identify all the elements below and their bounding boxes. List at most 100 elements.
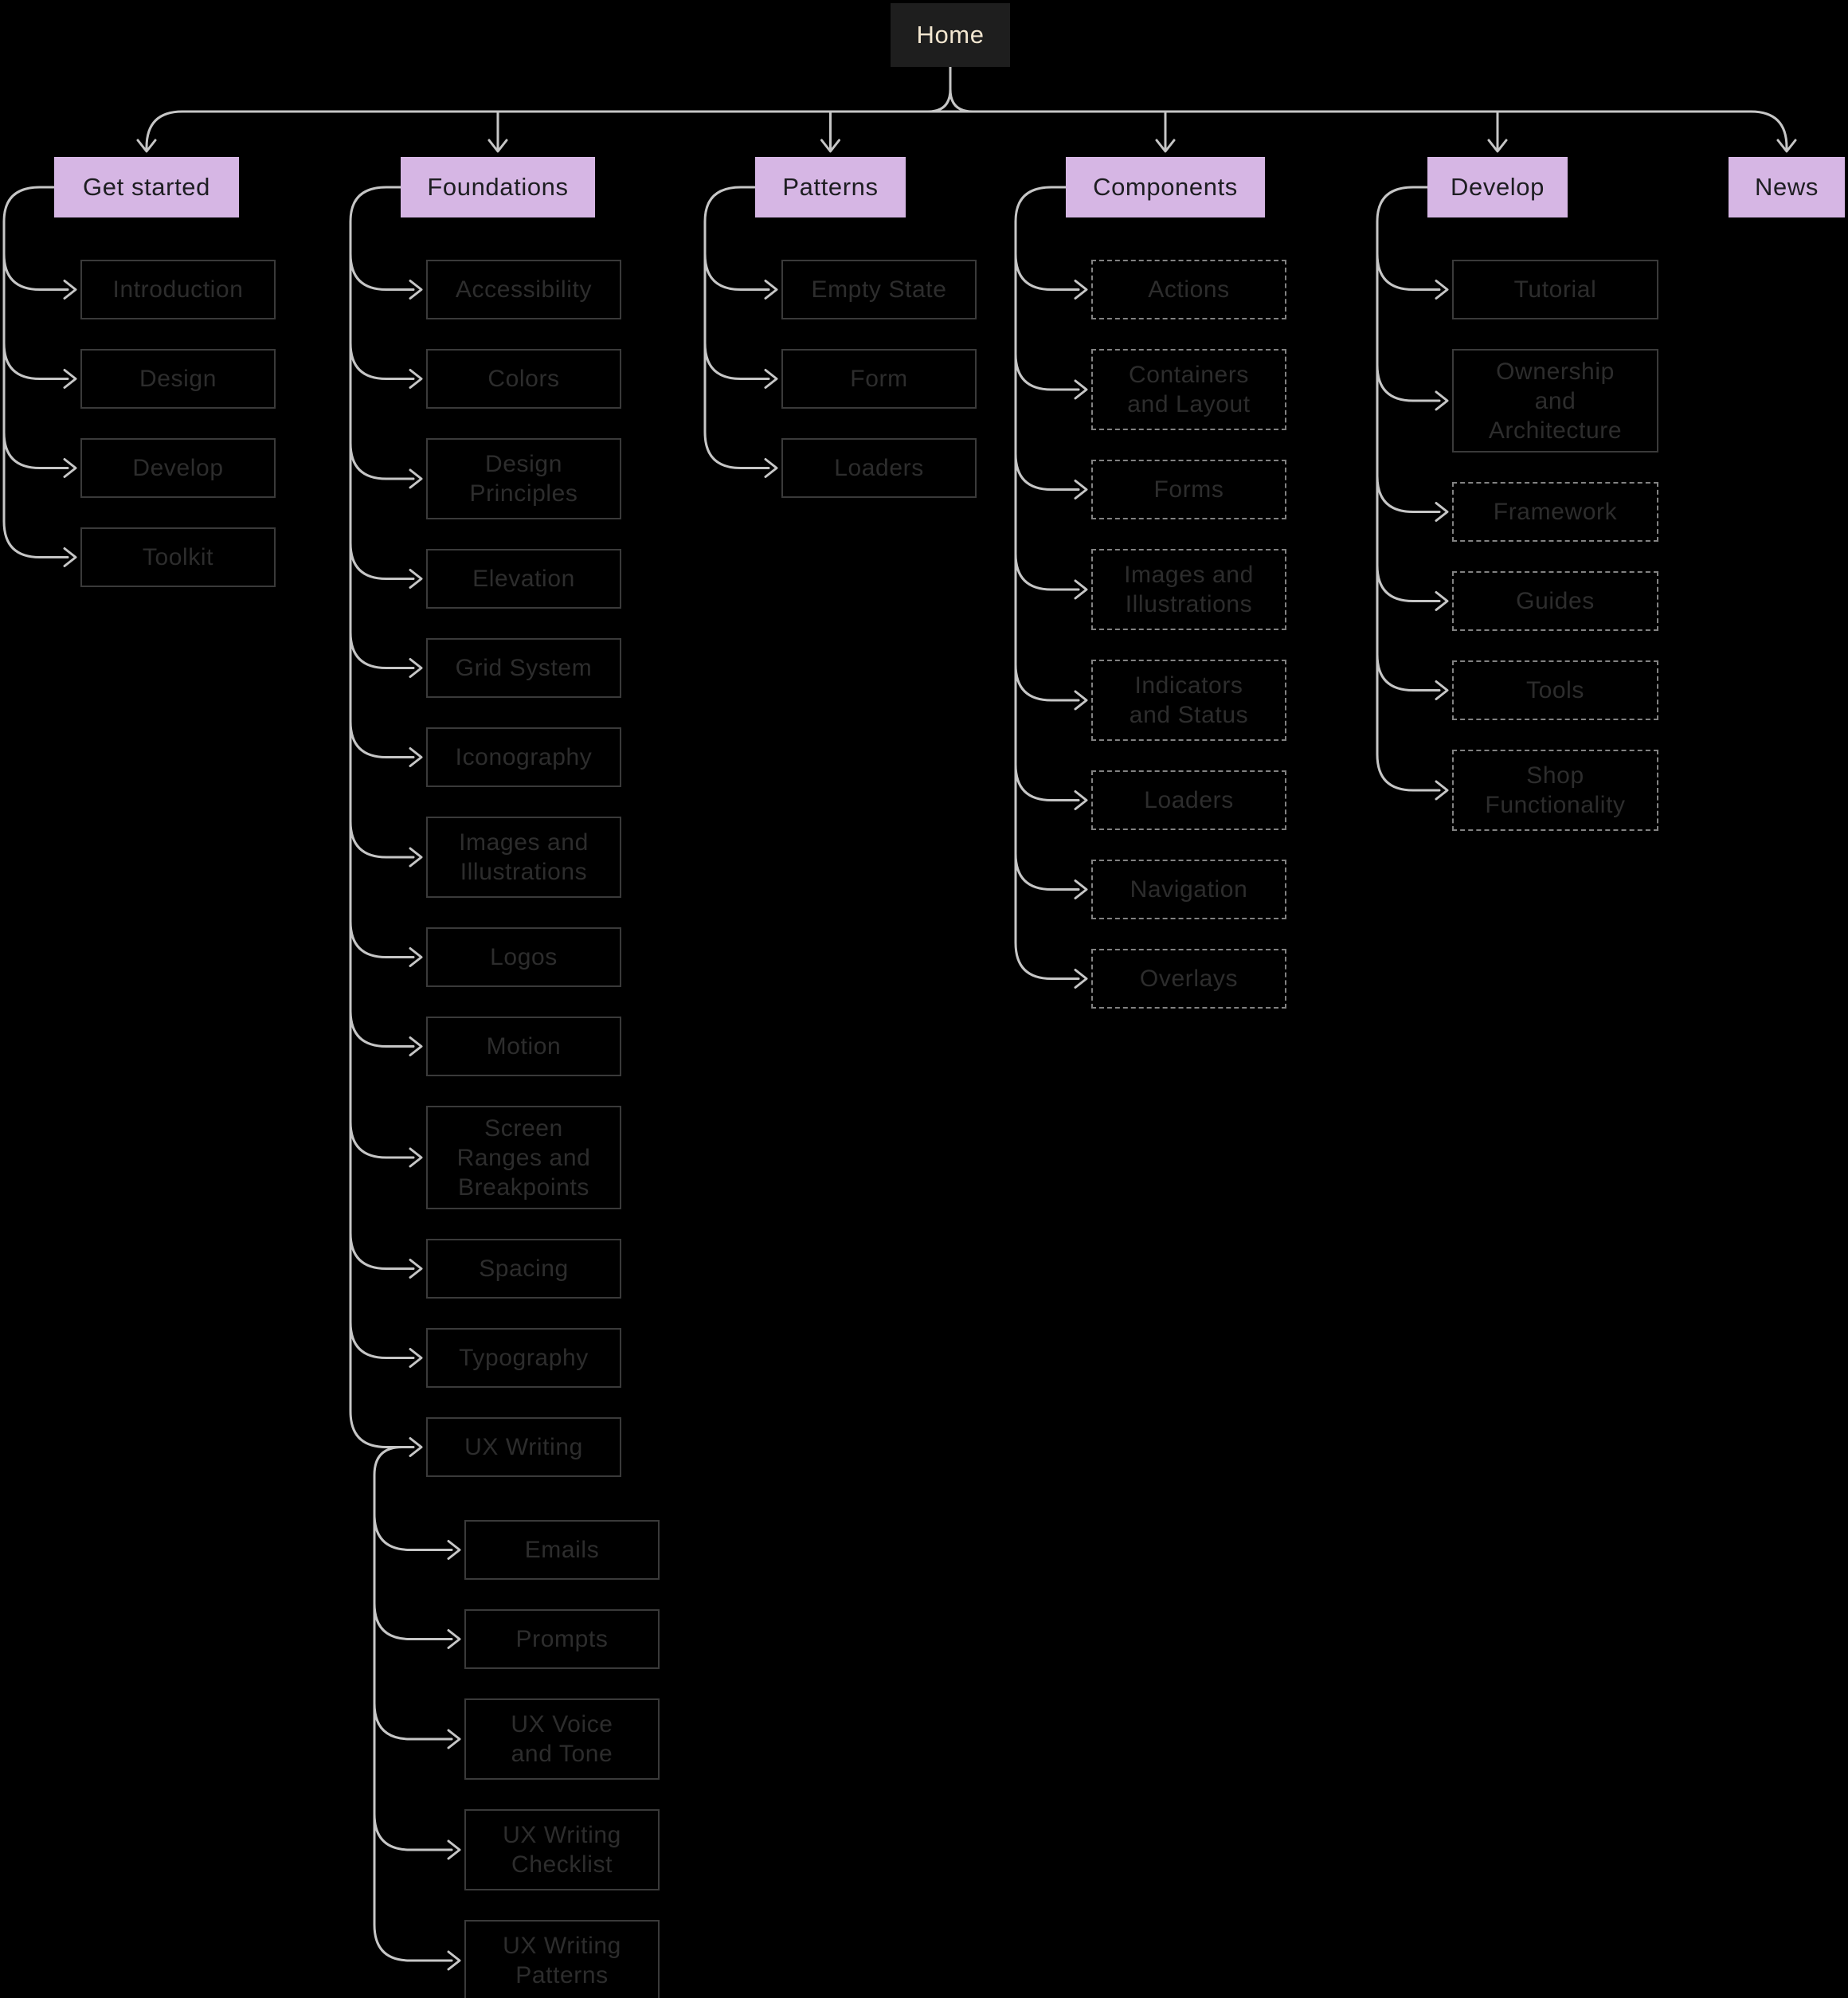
section-label: Patterns: [782, 173, 879, 201]
node-loaders[interactable]: Loaders: [781, 438, 977, 498]
node-label-line: Iconography: [455, 744, 593, 770]
node-ux-writing[interactable]: UX Writing: [426, 1417, 621, 1477]
node-label-line: Empty State: [811, 276, 947, 303]
node-label-line: Form: [850, 366, 908, 392]
node-label-line: Principles: [469, 480, 578, 507]
node-tutorial[interactable]: Tutorial: [1452, 260, 1658, 319]
home-label: Home: [916, 21, 985, 49]
node-indicators-and-status[interactable]: Indicators and Status: [1091, 660, 1286, 741]
node-label-line: Toolkit: [142, 544, 214, 570]
node-label-line: Shop: [1526, 762, 1584, 789]
section-header-news[interactable]: News: [1729, 157, 1845, 217]
node-label-line: UX Writing: [503, 1822, 621, 1848]
node-tools[interactable]: Tools: [1452, 660, 1658, 720]
section-header-components[interactable]: Components: [1066, 157, 1265, 217]
node-form[interactable]: Form: [781, 349, 977, 409]
section-label: Get started: [83, 173, 210, 201]
node-label-line: Emails: [524, 1537, 600, 1563]
node-accessibility[interactable]: Accessibility: [426, 260, 621, 319]
node-label-line: Screen: [484, 1115, 563, 1142]
node-label-line: Tools: [1525, 677, 1585, 703]
node-navigation[interactable]: Navigation: [1091, 860, 1286, 919]
node-framework[interactable]: Framework: [1452, 482, 1658, 542]
node-label-line: Elevation: [472, 566, 575, 592]
node-label-line: Tutorial: [1513, 276, 1597, 303]
node-loaders[interactable]: Loaders: [1091, 770, 1286, 830]
node-label-line: and Status: [1129, 702, 1249, 728]
node-label-line: Indicators: [1134, 672, 1243, 699]
node-label-line: Functionality: [1485, 792, 1626, 818]
section-header-foundations[interactable]: Foundations: [401, 157, 595, 217]
node-design[interactable]: Design: [80, 349, 276, 409]
node-iconography[interactable]: Iconography: [426, 727, 621, 787]
node-logos[interactable]: Logos: [426, 927, 621, 987]
node-spacing[interactable]: Spacing: [426, 1239, 621, 1299]
node-toolkit[interactable]: Toolkit: [80, 527, 276, 587]
node-ux-voice-and-tone[interactable]: UX Voice and Tone: [464, 1698, 660, 1780]
node-grid-system[interactable]: Grid System: [426, 638, 621, 698]
node-label-line: UX Voice: [511, 1711, 613, 1737]
node-label-line: Checklist: [511, 1851, 613, 1878]
section-header-develop[interactable]: Develop: [1427, 157, 1568, 217]
node-overlays[interactable]: Overlays: [1091, 949, 1286, 1009]
section-header-patterns[interactable]: Patterns: [755, 157, 906, 217]
node-label-line: Framework: [1493, 499, 1618, 525]
node-home[interactable]: Home: [891, 3, 1010, 67]
node-emails[interactable]: Emails: [464, 1520, 660, 1580]
node-label-line: Overlays: [1139, 966, 1239, 992]
node-elevation[interactable]: Elevation: [426, 549, 621, 609]
node-label-line: Ranges and: [456, 1144, 591, 1171]
node-label-line: Guides: [1516, 588, 1595, 614]
node-label-line: Images and: [1124, 562, 1254, 588]
node-label-line: and Tone: [511, 1741, 613, 1767]
node-guides[interactable]: Guides: [1452, 571, 1658, 631]
node-label-line: Breakpoints: [457, 1173, 590, 1201]
node-label-line: Prompts: [515, 1626, 609, 1652]
section-label: Components: [1093, 173, 1238, 201]
node-label-line: Containers: [1128, 362, 1250, 388]
node-label-line: Illustrations: [460, 859, 588, 885]
node-label-line: Illustrations: [1125, 591, 1253, 617]
node-label-line: Introduction: [112, 276, 244, 303]
node-motion[interactable]: Motion: [426, 1017, 621, 1076]
node-actions[interactable]: Actions: [1091, 260, 1286, 319]
node-label-line: Loaders: [834, 455, 924, 481]
node-colors[interactable]: Colors: [426, 349, 621, 409]
section-header-get-started[interactable]: Get started: [54, 157, 239, 217]
node-label-line: Develop: [132, 455, 224, 481]
node-label-line: Ownership: [1496, 358, 1615, 385]
node-label-line: Images and: [459, 829, 589, 856]
node-label-line: Logos: [490, 944, 558, 970]
node-label-line: Grid System: [455, 655, 593, 681]
node-prompts[interactable]: Prompts: [464, 1609, 660, 1669]
node-label-line: Motion: [486, 1033, 562, 1060]
node-typography[interactable]: Typography: [426, 1328, 621, 1388]
node-label-line: UX Writing: [503, 1933, 621, 1959]
node-label-line: Spacing: [479, 1256, 569, 1282]
node-label-line: Accessibility: [455, 276, 593, 303]
node-label-line: Navigation: [1130, 876, 1248, 903]
node-label-line: Architecture: [1488, 417, 1623, 444]
node-label-line: Actions: [1148, 276, 1230, 303]
node-introduction[interactable]: Introduction: [80, 260, 276, 319]
node-empty-state[interactable]: Empty State: [781, 260, 977, 319]
node-develop[interactable]: Develop: [80, 438, 276, 498]
node-forms[interactable]: Forms: [1091, 460, 1286, 519]
node-label-line: Forms: [1153, 476, 1224, 503]
section-label: Foundations: [427, 173, 569, 201]
section-label: Develop: [1451, 173, 1545, 201]
node-label-line: Patterns: [515, 1962, 609, 1988]
section-label: News: [1755, 173, 1819, 201]
node-label-line: Design: [139, 366, 217, 392]
node-label-line: Loaders: [1144, 787, 1234, 813]
